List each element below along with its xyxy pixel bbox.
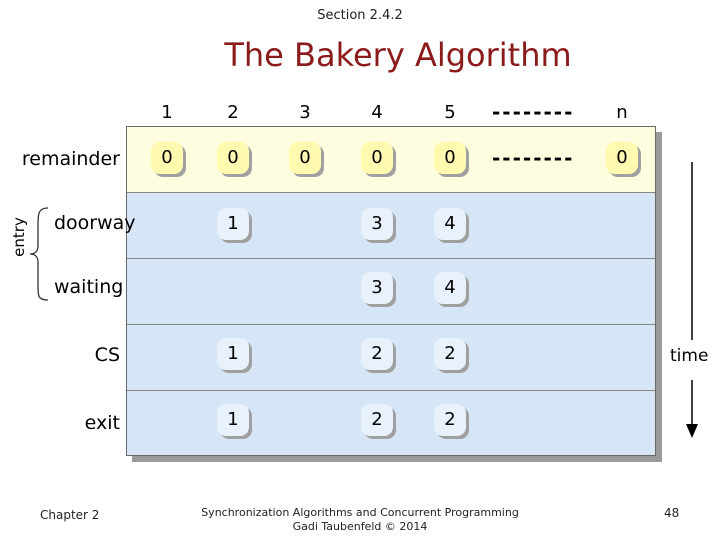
section-number: Section 2.4.2	[317, 8, 403, 23]
ticket-cell: 3	[361, 208, 393, 240]
slide-title: The Bakery Algorithm	[224, 36, 572, 74]
column-header: 3	[299, 102, 311, 123]
entry-brace	[29, 207, 49, 301]
footer-course-title: Synchronization Algorithms and Concurren…	[201, 506, 519, 519]
column-header: 4	[371, 102, 383, 123]
ticket-cell: 0	[289, 142, 321, 174]
column-header: 5	[444, 102, 456, 123]
row-label-doorway: doorway	[54, 212, 136, 234]
footer-author: Gadi Taubenfeld © 2014	[292, 520, 428, 533]
ticket-cell: 0	[434, 142, 466, 174]
time-label: time	[670, 346, 709, 366]
ticket-cell: 0	[606, 142, 638, 174]
column-header-ellipsis: --------	[492, 100, 575, 124]
ticket-cell: 0	[217, 142, 249, 174]
time-arrow-icon	[686, 162, 698, 438]
column-header: 1	[161, 102, 173, 123]
ticket-cell: 2	[434, 338, 466, 370]
ticket-cell: 2	[361, 338, 393, 370]
ticket-cell: 4	[434, 208, 466, 240]
row-label-cs: CS	[94, 344, 120, 366]
remainder-ellipsis: --------	[492, 146, 575, 170]
page-number: 48	[664, 506, 680, 520]
column-header: n	[616, 102, 628, 123]
ticket-cell: 0	[151, 142, 183, 174]
ticket-cell: 2	[434, 404, 466, 436]
footer-chapter: Chapter 2	[40, 508, 100, 522]
row-label-remainder: remainder	[21, 148, 120, 170]
footer-course: Synchronization Algorithms and Concurren…	[180, 506, 540, 534]
column-header: 2	[227, 102, 239, 123]
row-label-waiting: waiting	[54, 276, 124, 298]
ticket-cell: 2	[361, 404, 393, 436]
row-label-exit: exit	[84, 412, 120, 434]
ticket-cell: 1	[217, 404, 249, 436]
ticket-cell: 3	[361, 272, 393, 304]
ticket-cell: 1	[217, 338, 249, 370]
ticket-cell: 1	[217, 208, 249, 240]
ticket-cell: 0	[361, 142, 393, 174]
entry-label: entry	[10, 217, 28, 257]
ticket-cell: 4	[434, 272, 466, 304]
